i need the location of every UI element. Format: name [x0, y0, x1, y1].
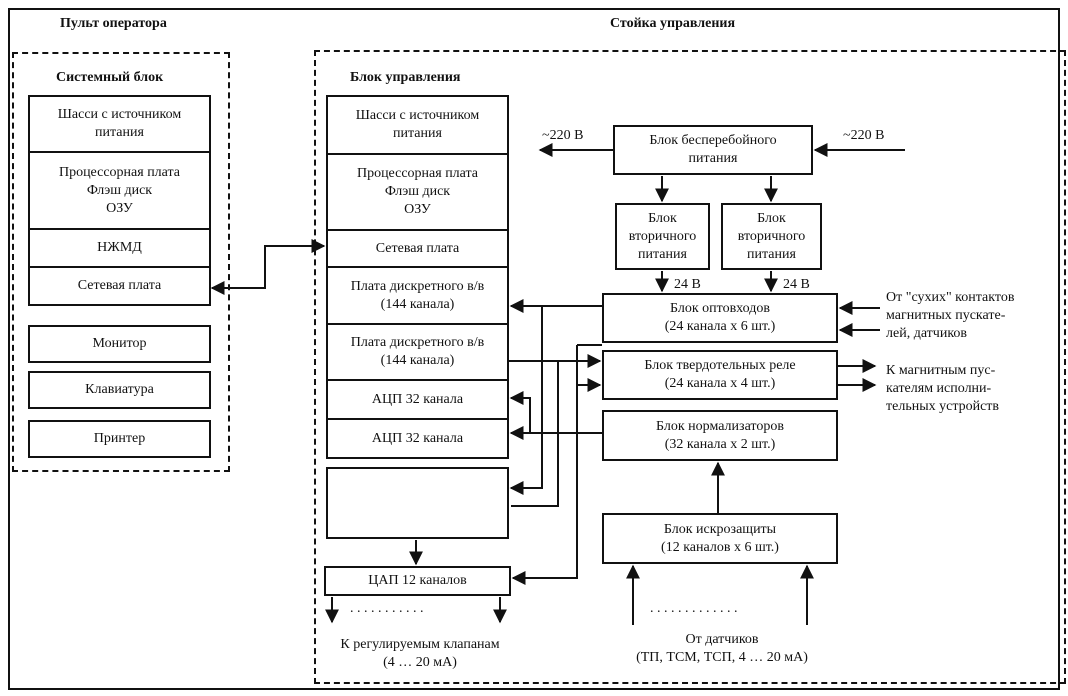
- system-processor-block: Процессорная плата Флэш диск ОЗУ: [28, 151, 211, 230]
- control-rack-title: Стойка управления: [610, 16, 736, 31]
- network-link: [210, 239, 326, 295]
- solid-state-relay-block: Блок твердотельных реле (24 канала х 4 ш…: [602, 350, 838, 400]
- system-chassis-block: Шасси с источником питания: [28, 95, 211, 153]
- system-network-card-block: Сетевая плата: [28, 266, 211, 306]
- operator-console-title: Пульт оператора: [60, 16, 167, 31]
- ups-block: Блок бесперебойного питания: [613, 125, 813, 175]
- discrete-io-block-2: Плата дискретного в/в (144 канала): [326, 323, 509, 381]
- ac-input-label: ~220 В: [843, 128, 885, 143]
- ac-output-label: ~220 В: [542, 128, 584, 143]
- control-processor-block: Процессорная плата Флэш диск ОЗУ: [326, 153, 509, 231]
- empty-slot-block: [326, 467, 509, 539]
- to-starters-label: К магнитным пус- кателям исполни- тельны…: [886, 363, 1000, 414]
- control-unit-title: Блок управления: [350, 70, 461, 85]
- discrete-io-block-1: Плата дискретного в/в (144 канала): [326, 266, 509, 325]
- normalizer-block: Блок нормализаторов (32 канала х 2 шт.): [602, 410, 838, 461]
- adc-block-1: АЦП 32 канала: [326, 379, 509, 420]
- dots-left: . . . . . . . . . . .: [350, 601, 424, 616]
- normalizer-to-adc-1: [509, 391, 602, 434]
- voltage-label-1: 24 В: [674, 277, 701, 292]
- bus-to-dac: [511, 345, 578, 585]
- spark-protection-block: Блок искрозащиты (12 каналов х 6 шт.): [602, 513, 838, 564]
- bus-to-slot-1: [509, 306, 543, 495]
- dots-right: . . . . . . . . . . . . .: [650, 601, 738, 616]
- outer-frame: [8, 8, 1060, 690]
- dry-contacts-label: От "сухих" контактов магнитных пускате- …: [886, 290, 1015, 341]
- monitor-block: Монитор: [28, 325, 211, 363]
- voltage-label-2: 24 В: [783, 277, 810, 292]
- from-sensors-label: От датчиков (ТП, ТСМ, ТСП, 4 … 20 мА): [636, 632, 808, 665]
- to-valves-label: К регулируемым клапанам (4 … 20 мА): [340, 637, 500, 670]
- system-unit-title: Системный блок: [56, 70, 164, 85]
- printer-block: Принтер: [28, 420, 211, 458]
- control-chassis-block: Шасси с источником питания: [326, 95, 509, 155]
- optocoupler-block: Блок оптовходов (24 канала х 6 шт.): [602, 293, 838, 343]
- dac-block: ЦАП 12 каналов: [324, 566, 511, 596]
- secondary-power-block-2: Блок вторичного питания: [721, 203, 822, 270]
- control-rack-group: [314, 50, 1066, 684]
- keyboard-block: Клавиатура: [28, 371, 211, 409]
- secondary-power-block-1: Блок вторичного питания: [615, 203, 710, 270]
- adc-block-2: АЦП 32 канала: [326, 418, 509, 459]
- bus-to-slot-2: [511, 361, 559, 507]
